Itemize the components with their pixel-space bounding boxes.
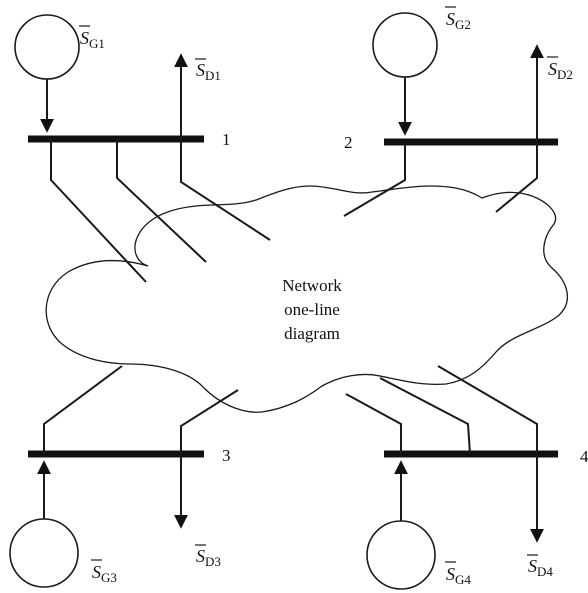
generator-g4-icon	[366, 520, 436, 590]
load-d1-label: SD1	[196, 60, 221, 83]
generator-g3-icon	[9, 518, 79, 588]
bus-1-line-c	[180, 139, 271, 241]
bus-3-number: 3	[222, 446, 231, 465]
bus-1-line-a	[50, 139, 147, 283]
bus-1-line-b	[116, 139, 207, 263]
generator-g2-label: SG2	[446, 9, 471, 32]
bus-2-line-a	[343, 142, 406, 217]
bus-2-line-b	[495, 142, 538, 213]
bus-3-line-a	[43, 365, 123, 454]
bus-1-number: 1	[222, 130, 231, 149]
network-label-line2: one-line	[284, 300, 340, 319]
bus-4-number: 4	[580, 447, 588, 466]
bus-4-line-b	[379, 377, 471, 455]
bus-4-line-a	[345, 393, 402, 454]
generator-g1-label: SG1	[80, 28, 105, 51]
generator-g4-label: SG4	[446, 564, 471, 587]
bus-3-line-b	[180, 389, 239, 454]
bus-4-line-c	[437, 365, 538, 454]
generator-g3-label: SG3	[92, 562, 117, 585]
load-d2-label: SD2	[548, 59, 573, 82]
load-d3-label: SD3	[196, 546, 221, 569]
generator-g2-icon	[372, 12, 438, 78]
load-d4-label: SD4	[528, 556, 553, 579]
network-label-line1: Network	[282, 276, 342, 295]
bus-2-number: 2	[344, 133, 353, 152]
generator-g1-icon	[14, 14, 80, 80]
network-label-line3: diagram	[284, 324, 340, 343]
network-cloud	[45, 185, 569, 413]
